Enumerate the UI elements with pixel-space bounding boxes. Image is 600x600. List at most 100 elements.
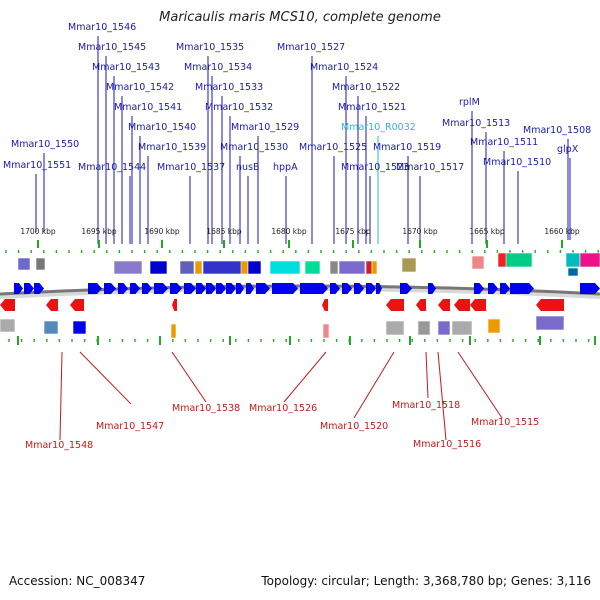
scale-tick-label: 1695 kbp bbox=[81, 227, 117, 236]
forward-gene-arrow bbox=[500, 283, 510, 294]
forward-gene-label: Mmar10_1539 bbox=[138, 142, 206, 153]
function-category-box bbox=[567, 267, 579, 277]
function-category-box bbox=[240, 260, 249, 275]
forward-gene-arrow bbox=[14, 283, 23, 294]
forward-gene-label: Mmar10_1542 bbox=[106, 82, 174, 93]
forward-gene-label: Mmar10_R0032 bbox=[341, 122, 416, 133]
forward-gene-arrow bbox=[184, 283, 196, 294]
forward-gene-label: rplM bbox=[459, 97, 480, 108]
scale-tick-label: 1685 kbp bbox=[206, 227, 242, 236]
forward-gene-label: Mmar10_1551 bbox=[3, 160, 71, 171]
forward-gene-label: Mmar10_1550 bbox=[11, 139, 79, 150]
forward-gene-arrow bbox=[400, 283, 412, 294]
function-category-box bbox=[149, 260, 168, 275]
forward-gene-arrow bbox=[474, 283, 484, 294]
forward-gene-arrow bbox=[488, 283, 498, 294]
function-category-box bbox=[505, 252, 533, 268]
function-category-box bbox=[113, 260, 143, 275]
scale-tick-label: 1665 kbp bbox=[469, 227, 505, 236]
forward-gene-arrow bbox=[88, 283, 102, 294]
forward-gene-label: Mmar10_1513 bbox=[442, 118, 510, 129]
reverse-gene-label: Mmar10_1515 bbox=[471, 417, 539, 428]
forward-gene-arrow bbox=[366, 283, 376, 294]
function-category-box bbox=[322, 323, 330, 339]
forward-gene-arrow bbox=[170, 283, 182, 294]
reverse-gene-arrow bbox=[470, 299, 486, 311]
function-category-box bbox=[487, 318, 501, 334]
forward-gene-label: Mmar10_1535 bbox=[176, 42, 244, 53]
forward-gene-label: Mmar10_1517 bbox=[396, 162, 464, 173]
forward-gene-label: Mmar10_1534 bbox=[184, 62, 252, 73]
gene-leader-line bbox=[79, 351, 132, 405]
forward-gene-arrow bbox=[142, 283, 152, 294]
function-category-box bbox=[202, 260, 244, 275]
forward-gene-label: Mmar10_1511 bbox=[470, 137, 538, 148]
forward-gene-label: Mmar10_1545 bbox=[78, 42, 146, 53]
accession-text: Accession: NC_008347 bbox=[9, 574, 146, 588]
forward-gene-label: Mmar10_1510 bbox=[483, 157, 551, 168]
function-category-box bbox=[72, 320, 87, 335]
function-category-box bbox=[437, 320, 451, 336]
forward-gene-arrow bbox=[580, 283, 600, 294]
forward-gene-arrow bbox=[354, 283, 364, 294]
scale-tick-label: 1700 kbp bbox=[20, 227, 56, 236]
scale-tick-label: 1690 kbp bbox=[144, 227, 180, 236]
forward-gene-label: hppA bbox=[273, 162, 298, 173]
forward-gene-label: Mmar10_1532 bbox=[205, 102, 273, 113]
reverse-gene-label: Mmar10_1516 bbox=[413, 439, 481, 450]
forward-gene-label: Mmar10_1527 bbox=[277, 42, 345, 53]
function-category-box bbox=[194, 260, 203, 275]
reverse-gene-label: Mmar10_1526 bbox=[249, 403, 317, 414]
forward-gene-label: Mmar10_1508 bbox=[523, 125, 591, 136]
forward-gene-label: Mmar10_1540 bbox=[128, 122, 196, 133]
genome-title: Maricaulis maris MCS10, complete genome bbox=[159, 10, 441, 25]
gene-leader-line bbox=[425, 351, 429, 399]
reverse-gene-arrow bbox=[416, 299, 426, 311]
function-category-box bbox=[417, 320, 431, 336]
function-category-box bbox=[401, 257, 417, 273]
gene-leader-line bbox=[171, 351, 207, 403]
forward-gene-label: Mmar10_1519 bbox=[373, 142, 441, 153]
forward-gene-label: Mmar10_1529 bbox=[231, 122, 299, 133]
function-category-box bbox=[17, 257, 31, 271]
forward-gene-label: Mmar10_1544 bbox=[78, 162, 146, 173]
forward-gene-label: Mmar10_1521 bbox=[338, 102, 406, 113]
reverse-gene-arrow bbox=[322, 299, 328, 311]
forward-gene-arrow bbox=[118, 283, 128, 294]
function-category-box bbox=[35, 257, 46, 271]
reverse-gene-arrow bbox=[70, 299, 84, 311]
reverse-gene-arrow bbox=[438, 299, 450, 311]
forward-gene-arrow bbox=[246, 283, 254, 294]
scale-tick-label: 1675 kbp bbox=[335, 227, 371, 236]
forward-gene-label: Mmar10_1522 bbox=[332, 82, 400, 93]
forward-gene-label: glpX bbox=[557, 144, 579, 155]
function-category-box bbox=[385, 320, 405, 336]
function-category-box bbox=[371, 260, 378, 275]
function-category-box bbox=[451, 320, 473, 336]
forward-gene-arrow bbox=[376, 283, 382, 294]
forward-gene-arrow bbox=[130, 283, 140, 294]
function-category-box bbox=[329, 260, 339, 275]
scale-tick-label: 1670 kbp bbox=[402, 227, 438, 236]
reverse-gene-arrow bbox=[536, 299, 564, 311]
function-category-box bbox=[579, 252, 600, 268]
forward-gene-arrow bbox=[196, 283, 206, 294]
forward-gene-label: Mmar10_1525 bbox=[299, 142, 367, 153]
forward-gene-arrow bbox=[206, 283, 216, 294]
forward-gene-arrow bbox=[342, 283, 352, 294]
forward-gene-label: Mmar10_1530 bbox=[220, 142, 288, 153]
forward-gene-label: Mmar10_1543 bbox=[92, 62, 160, 73]
forward-gene-arrow bbox=[300, 283, 328, 294]
forward-gene-arrow bbox=[154, 283, 168, 294]
reverse-gene-label: Mmar10_1518 bbox=[392, 400, 460, 411]
function-category-box bbox=[269, 260, 301, 275]
gene-leader-line bbox=[283, 351, 327, 403]
gene-leader-line bbox=[437, 351, 447, 441]
forward-gene-arrow bbox=[236, 283, 244, 294]
forward-gene-arrow bbox=[34, 283, 44, 294]
reverse-gene-label: Mmar10_1548 bbox=[25, 440, 93, 451]
reverse-gene-arrow bbox=[0, 299, 15, 311]
function-category-box bbox=[304, 260, 321, 275]
gene-leader-line bbox=[457, 351, 503, 419]
